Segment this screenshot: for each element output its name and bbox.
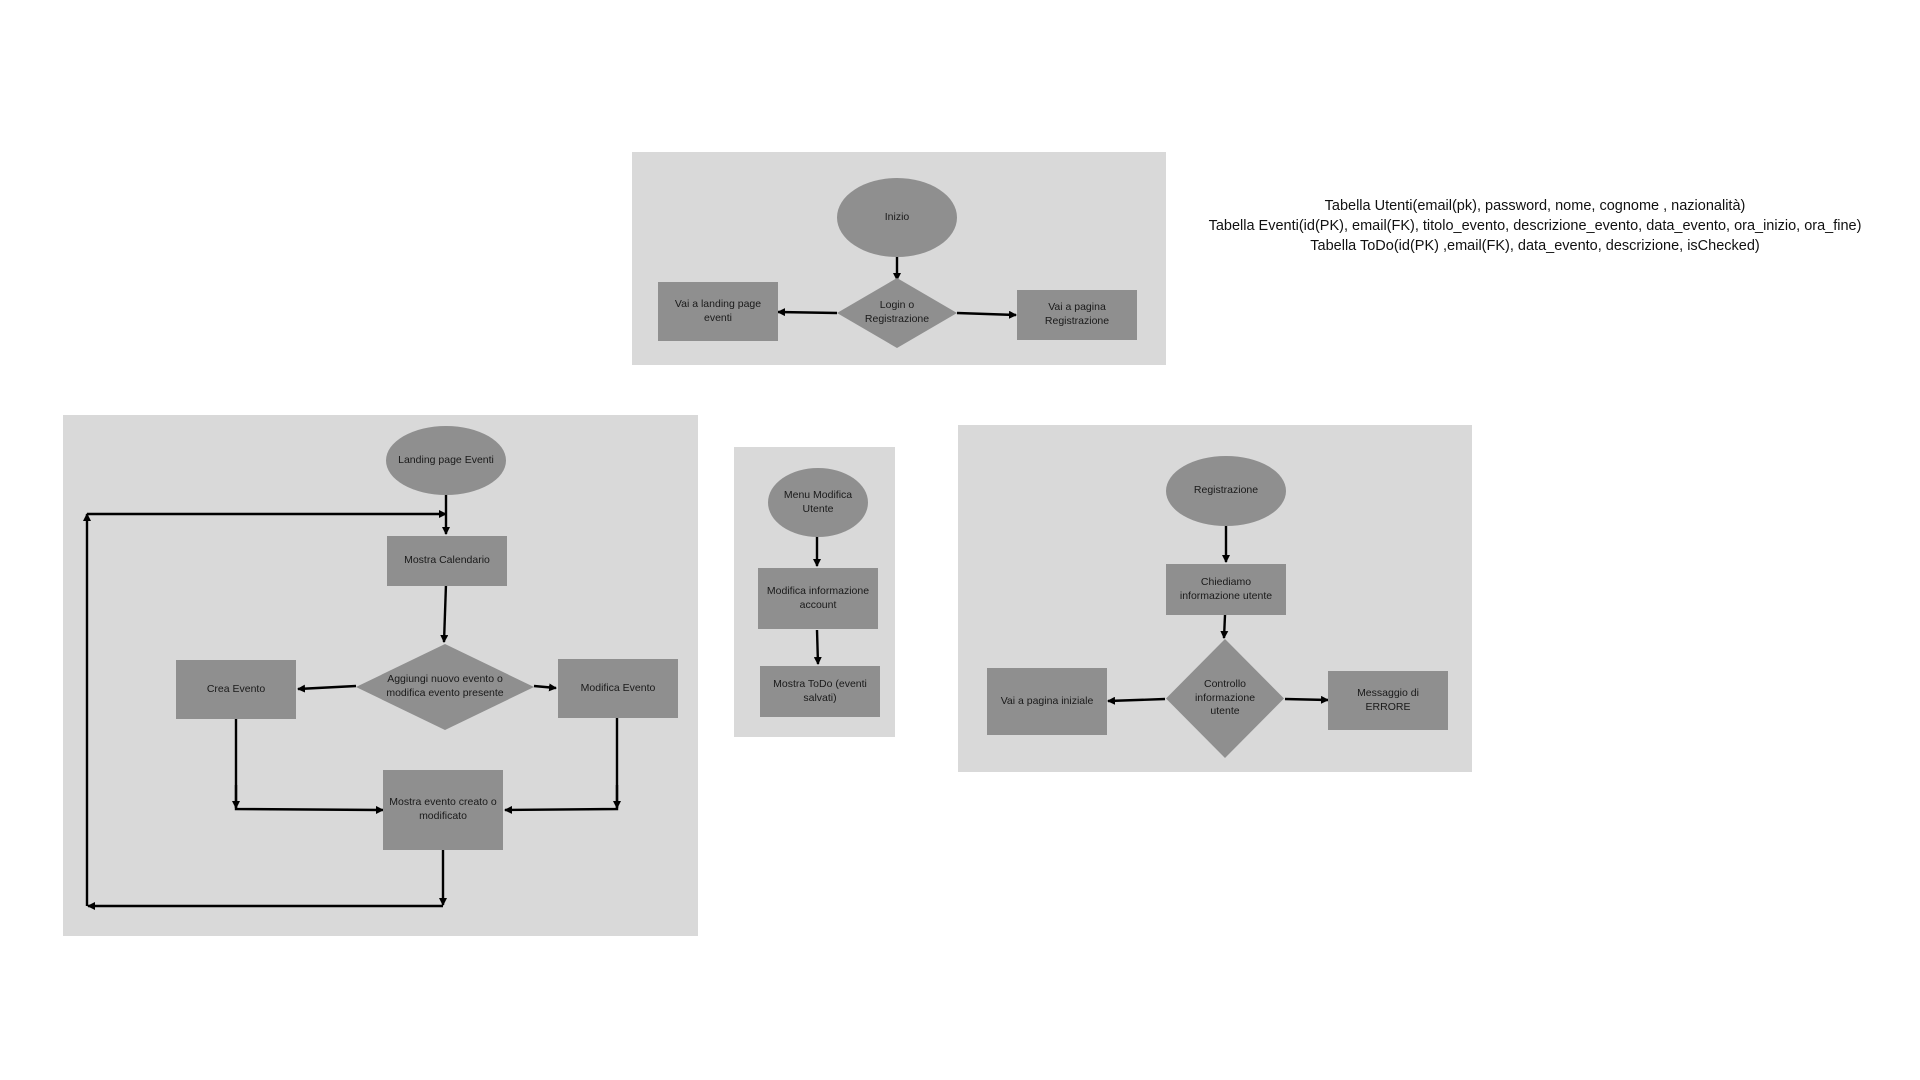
create-event-node: Crea Evento: [176, 660, 296, 719]
arrow-decision-to-register: [956, 310, 1017, 319]
arrow-decision-to-create: [297, 684, 357, 693]
login-decision: Login o Registrazione: [837, 278, 957, 348]
calendar-node: Mostra Calendario: [387, 536, 507, 586]
schema-line-events: Tabella Eventi(id(PK), email(FK), titolo…: [1208, 218, 1862, 234]
arrow-decision-to-landing: [777, 308, 838, 317]
error-message-node: Messaggio di ERRORE: [1328, 671, 1448, 730]
ask-info-node: Chiediamo informazione utente: [1166, 564, 1286, 615]
start-node: Inizio: [837, 178, 957, 257]
decision-diamond-shape: [837, 278, 957, 348]
arrow-calendar-to-decision: [440, 583, 449, 643]
arrow-ask-to-check: [1220, 614, 1229, 639]
landing-page-node: Vai a landing page eventi: [658, 282, 778, 341]
user-menu-node: Menu Modifica Utente: [768, 468, 868, 537]
arrow-check-to-home: [1107, 696, 1166, 705]
event-decision-label: Aggiungi nuovo evento o modifica evento …: [386, 673, 504, 699]
events-start-node: Landing page Eventi: [386, 426, 506, 495]
decision-diamond-shape: [356, 644, 534, 730]
event-decision: Aggiungi nuovo evento o modifica evento …: [356, 644, 534, 730]
login-decision-label: Login o Registrazione: [864, 299, 930, 325]
go-home-node: Vai a pagina iniziale: [987, 668, 1107, 735]
database-schema: Tabella Utenti(email(pk), password, nome…: [1185, 196, 1885, 256]
register-start-node: Registrazione: [1166, 456, 1286, 526]
register-page-node: Vai a pagina Registrazione: [1017, 290, 1137, 340]
show-todo-node: Mostra ToDo (eventi salvati): [760, 666, 880, 717]
check-decision-label: Controllo informazione utente: [1194, 678, 1256, 718]
edit-account-node: Modifica informazione account: [758, 568, 878, 629]
decision-diamond-shape: [1166, 639, 1284, 758]
check-decision: Controllo informazione utente: [1166, 639, 1284, 758]
arrow-create-to-show: [234, 718, 384, 814]
arrow-decision-to-edit: [533, 683, 557, 692]
arrow-edit-account-to-todo: [813, 629, 822, 665]
arrow-check-to-error: [1284, 695, 1329, 704]
edit-event-node: Modifica Evento: [558, 659, 678, 718]
schema-line-users: Tabella Utenti(email(pk), password, nome…: [1324, 198, 1746, 214]
show-event-node: Mostra evento creato o modificato: [383, 770, 503, 850]
schema-line-todo: Tabella ToDo(id(PK) ,email(FK), data_eve…: [1310, 238, 1760, 254]
arrow-edit-to-show: [504, 716, 619, 814]
